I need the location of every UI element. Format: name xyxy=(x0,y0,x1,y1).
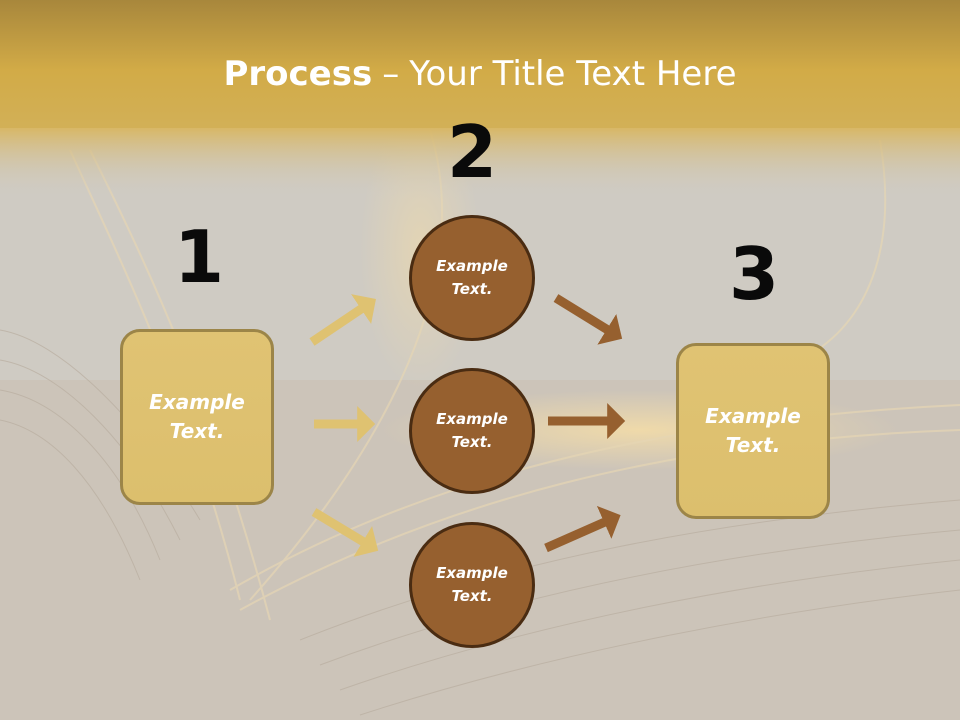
circle-middle-text-line-1: Example xyxy=(436,410,508,428)
title-rest-part: Your Title Text Here xyxy=(409,54,737,94)
title-bold-part: Process xyxy=(223,54,373,94)
step-1-box: Example Text. xyxy=(120,329,274,505)
step-3-text-line-1: Example xyxy=(705,404,801,428)
circle-top-text-line-2: Text. xyxy=(451,280,493,298)
arrow-box1-to-circle-bottom xyxy=(311,508,379,557)
step-1-text-line-1: Example xyxy=(149,390,245,414)
slide-title: Process–Your Title Text Here xyxy=(0,52,960,96)
step-2-circle-bottom: Example Text. xyxy=(409,522,535,648)
circle-bottom-text-line-1: Example xyxy=(436,564,508,582)
circle-bottom-text-line-2: Text. xyxy=(451,587,493,605)
arrow-box1-to-circle-top xyxy=(309,294,376,346)
step-1-text-line-2: Text. xyxy=(169,419,225,443)
step-2-circle-middle: Example Text. xyxy=(409,368,535,494)
circle-middle-text-line-2: Text. xyxy=(451,433,493,451)
arrow-circle-top-to-box3 xyxy=(553,294,623,345)
arrow-circle-bottom-to-box3 xyxy=(544,505,621,553)
step-1-number: 1 xyxy=(173,215,225,299)
step-2-circle-top: Example Text. xyxy=(409,215,535,341)
step-3-box: Example Text. xyxy=(676,343,830,519)
circle-top-text-line-1: Example xyxy=(436,257,508,275)
step-3-text-line-2: Text. xyxy=(725,433,781,457)
title-separator: – xyxy=(382,54,400,94)
step-2-number: 2 xyxy=(446,110,498,194)
step-3-number: 3 xyxy=(728,232,780,316)
